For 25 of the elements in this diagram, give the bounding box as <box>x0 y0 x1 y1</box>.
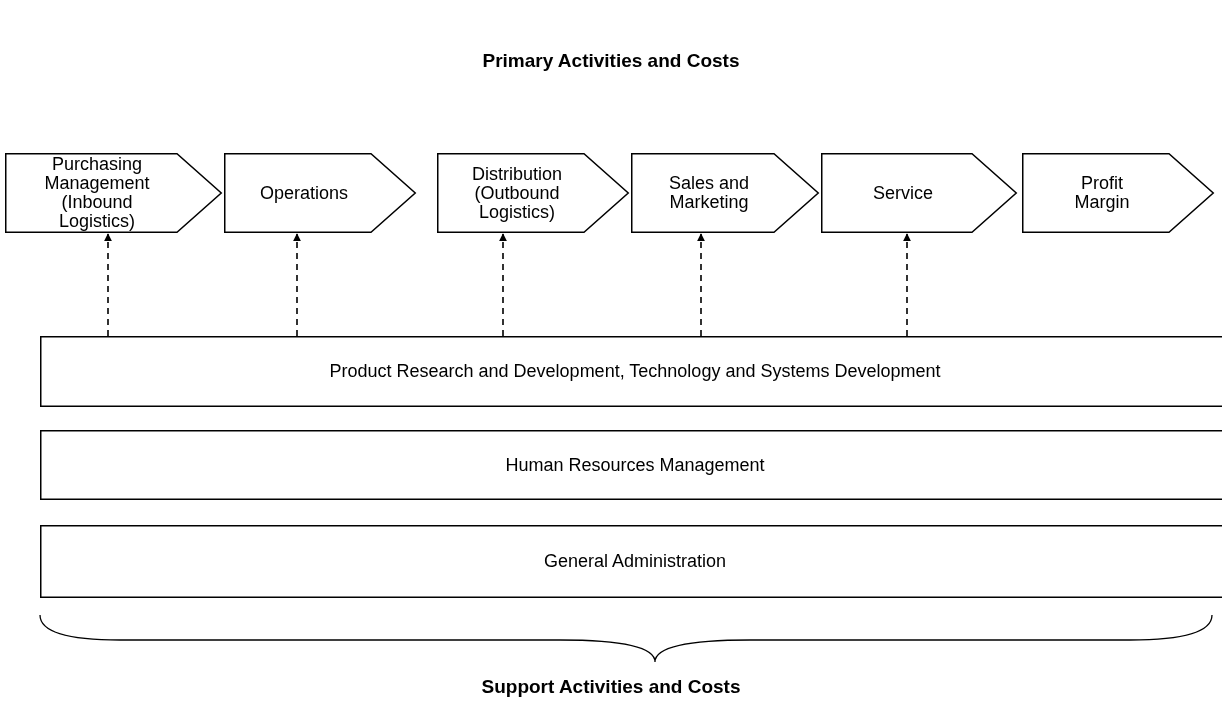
title: Primary Activities and Costs <box>481 50 741 72</box>
bar-box <box>40 336 1222 407</box>
chevron-box <box>631 153 819 233</box>
node-label: Human Resources Management <box>505 455 765 475</box>
node-label: Operations <box>259 183 349 203</box>
arrow <box>903 233 911 337</box>
chevron-box <box>224 153 416 233</box>
node-label: Sales and Marketing <box>667 174 751 212</box>
node-label: Distribution (Outbound Logistics) <box>470 164 563 222</box>
caption: Support Activities and Costs <box>480 676 742 698</box>
bar-box <box>40 525 1222 598</box>
arrow <box>499 233 507 337</box>
chevron-box <box>1022 153 1214 233</box>
node-label: Service <box>873 183 933 203</box>
arrow <box>293 233 301 337</box>
node-label: General Administration <box>543 552 727 571</box>
arrow <box>104 233 112 337</box>
node-label: Profit Margin <box>1073 174 1131 212</box>
node-label: Purchasing Management (Inbound Logistics) <box>43 155 151 231</box>
bar-box <box>40 430 1222 500</box>
chevron-box <box>821 153 1017 233</box>
chevron-box <box>5 153 222 233</box>
arrow <box>697 233 705 337</box>
node-label: Product Research and Development, Technology and Systems Development <box>329 362 941 381</box>
chevron-box <box>437 153 629 233</box>
